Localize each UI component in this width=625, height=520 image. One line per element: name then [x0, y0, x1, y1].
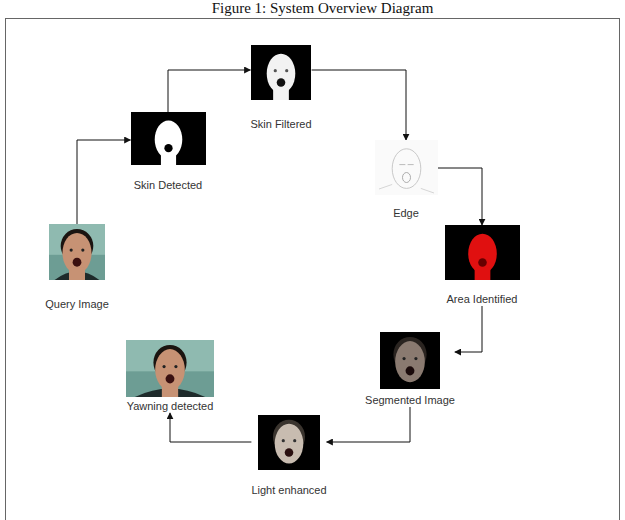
flow-arrow	[455, 306, 482, 352]
thumbnail	[258, 415, 320, 470]
flow-arrow	[438, 168, 483, 225]
step-label: Skin Detected	[134, 179, 202, 192]
image-step: Light enhanced	[251, 415, 326, 497]
thumbnail	[126, 340, 214, 397]
thumbnail	[375, 140, 438, 195]
thumbnail	[49, 224, 105, 280]
image-step: Skin Filtered	[250, 45, 311, 131]
step-label: Query Image	[45, 298, 109, 311]
step-label: Edge	[393, 207, 419, 220]
thumbnail	[251, 45, 311, 100]
image-step: Edge	[375, 140, 438, 220]
step-label: Area Identified	[447, 293, 518, 306]
figure-title: Figure 1: System Overview Diagram	[0, 0, 625, 17]
image-step: Segmented Image	[365, 332, 455, 407]
frame-border	[6, 19, 620, 520]
step-label: Skin Filtered	[250, 118, 311, 131]
image-step: Area Identified	[445, 225, 520, 306]
thumbnail	[380, 332, 440, 389]
flow-arrow	[168, 70, 250, 112]
flow-arrow	[312, 70, 406, 140]
image-step: Skin Detected	[131, 112, 206, 192]
thumbnail	[131, 112, 206, 165]
image-step: Query Image	[45, 224, 109, 311]
step-label: Yawning detected	[127, 400, 214, 413]
image-step: Yawning detected	[126, 340, 214, 413]
flow-arrow	[327, 407, 410, 442]
flow-arrow	[77, 140, 131, 224]
thumbnail	[445, 225, 520, 280]
step-label: Segmented Image	[365, 394, 455, 407]
flow-arrow	[170, 413, 251, 442]
step-label: Light enhanced	[251, 484, 326, 497]
